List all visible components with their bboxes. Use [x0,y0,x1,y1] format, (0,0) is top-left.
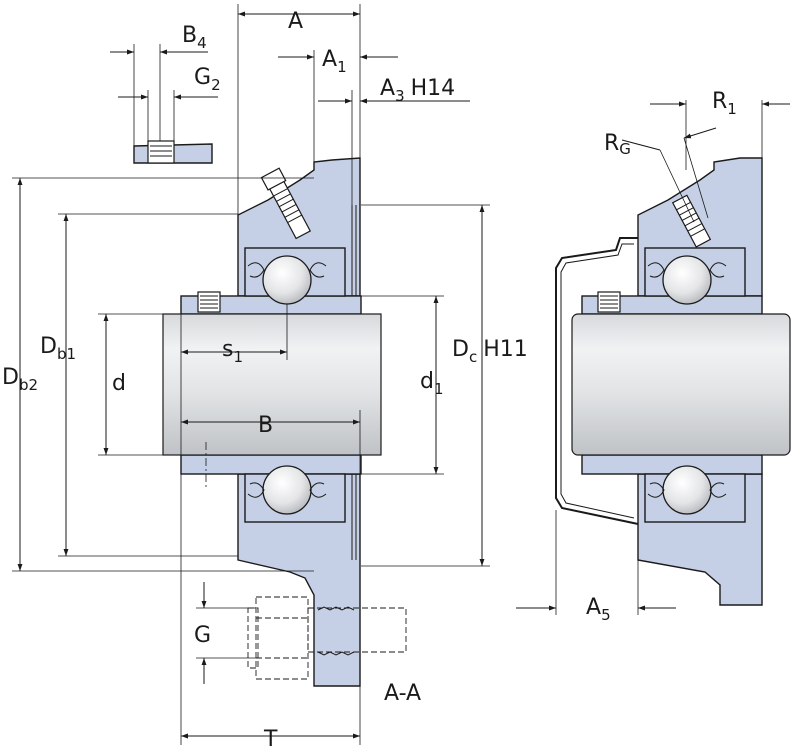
housing-lower [237,473,361,687]
bolt [247,596,407,680]
end-cover [555,237,639,525]
grease-nipple [260,167,312,240]
label-R1: R1 [712,89,737,118]
label-G2: G2 [194,65,221,94]
label-Db2: Db2 [2,365,38,394]
left-section-view [133,140,407,687]
right-view [555,157,791,606]
label-Db1: Db1 [40,334,76,363]
label-G: G [194,623,211,648]
shaft [162,313,382,456]
ball-upper [262,255,312,305]
label-T: T [263,727,278,752]
dimensions [12,4,790,745]
label-A5: A5 [586,595,611,624]
label-B4: B4 [182,23,207,52]
label-d: d [112,371,126,396]
label-A: A [288,9,303,34]
label-d1: d1 [420,369,444,398]
inner-ring-lower [180,454,362,475]
label-section: A-A [384,681,421,706]
label-s1: s1 [222,337,243,366]
label-B: B [258,413,273,438]
label-A1: A1 [322,47,347,76]
ball-lower [262,465,312,515]
label-RG: RG [604,131,631,158]
